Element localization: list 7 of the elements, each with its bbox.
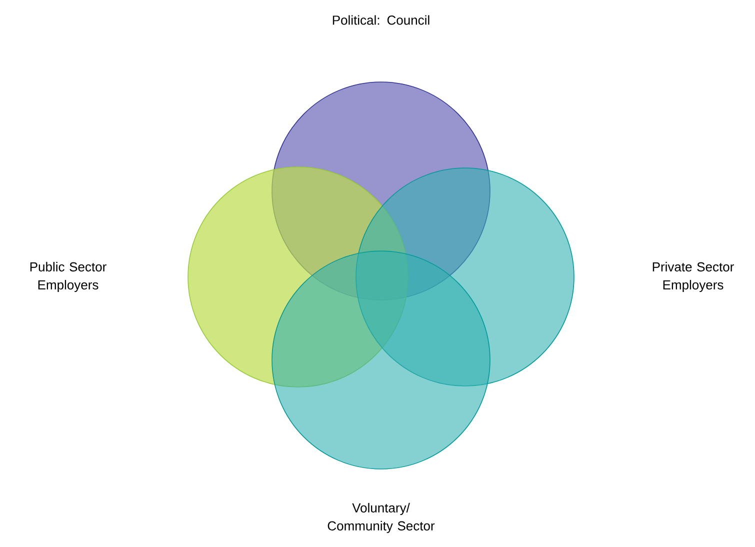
sector-label: Political: Council (332, 15, 430, 25)
sector-label: Public Sector Employers (30, 262, 106, 292)
venn-circle (188, 166, 408, 388)
sector-label: Voluntary/ Community Sector (328, 502, 435, 534)
venn-circle (356, 168, 574, 386)
sector-label: Private Sector Employers (652, 262, 734, 292)
venn-circle (272, 250, 490, 470)
